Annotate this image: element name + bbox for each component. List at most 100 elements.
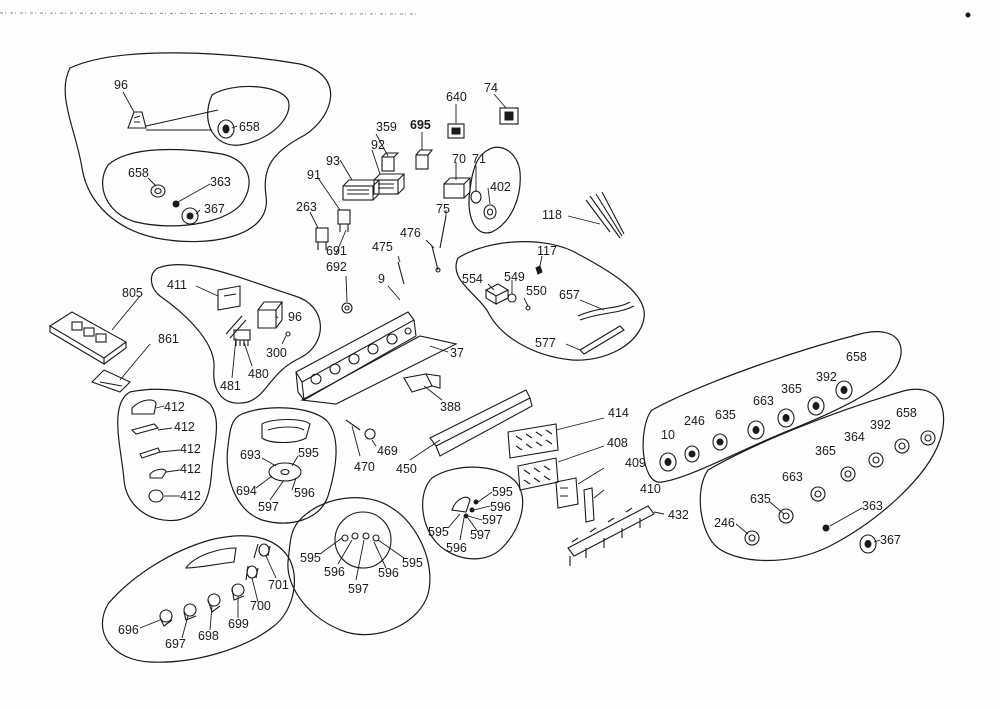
part-74-relay <box>499 107 519 125</box>
callout-363: 363 <box>862 499 883 513</box>
callout-695: 695 <box>410 118 431 132</box>
callout-labels: 96 658 658 363 367 359 695 640 74 92 93 … <box>114 78 917 651</box>
callout-9: 9 <box>378 272 385 286</box>
callout-698: 698 <box>198 629 219 643</box>
part-658-knob-a <box>217 119 235 139</box>
callout-92: 92 <box>371 138 385 152</box>
callout-549: 549 <box>504 270 525 284</box>
part-408-plate <box>517 457 559 491</box>
part-700-tube <box>245 565 259 581</box>
part-475-screw <box>397 261 405 285</box>
callout-246: 246 <box>714 516 735 530</box>
callout-595: 595 <box>428 525 449 539</box>
callout-37: 37 <box>450 346 464 360</box>
callout-364: 364 <box>844 430 865 444</box>
knob-663 <box>747 420 765 440</box>
part-640-relay <box>447 123 465 139</box>
part-410-bracket <box>583 487 595 523</box>
region-center-left <box>150 264 321 404</box>
part-577-rod <box>579 325 625 355</box>
part-117-clip <box>535 265 543 275</box>
callout-74: 74 <box>484 81 498 95</box>
callout-409: 409 <box>625 456 646 470</box>
callout-700: 700 <box>250 599 271 613</box>
callout-117: 117 <box>537 244 557 258</box>
callout-554: 554 <box>462 272 483 286</box>
callout-692: 692 <box>326 260 347 274</box>
callout-414: 414 <box>608 406 629 420</box>
callout-596: 596 <box>294 486 315 500</box>
callout-693: 693 <box>240 448 261 462</box>
knob-364 <box>868 452 884 468</box>
part-469-nut <box>364 428 376 440</box>
part-93-terminal <box>342 179 381 201</box>
region-right-mid <box>455 241 645 361</box>
part-480-block <box>233 329 251 346</box>
callout-596: 596 <box>490 500 511 514</box>
part-363-dot <box>172 200 180 208</box>
part-432-rail <box>567 505 655 566</box>
callout-861: 861 <box>158 332 179 346</box>
part-412-b <box>130 423 160 435</box>
part-657-cable <box>577 301 635 321</box>
part-476-screw <box>431 245 441 273</box>
callout-365: 365 <box>781 382 802 396</box>
part-658-washer <box>150 184 166 198</box>
part-595-pilot <box>451 496 479 519</box>
part-697-tube <box>183 603 197 621</box>
knob-365b <box>840 466 856 482</box>
callout-367: 367 <box>204 202 225 216</box>
part-701-tube <box>253 543 271 559</box>
knob-row-bottom <box>744 430 936 554</box>
callout-91: 91 <box>307 168 321 182</box>
part-692-washer <box>341 302 353 314</box>
callout-697: 697 <box>165 637 186 651</box>
part-805-pcb <box>48 311 128 365</box>
callout-596: 596 <box>324 565 345 579</box>
callout-263: 263 <box>296 200 317 214</box>
callout-481: 481 <box>220 379 241 393</box>
callout-300: 300 <box>266 346 287 360</box>
part-594-burner <box>268 462 302 482</box>
knob-658b <box>920 430 936 446</box>
callout-597: 597 <box>258 500 279 514</box>
callout-71: 71 <box>472 152 486 166</box>
callout-658: 658 <box>239 120 260 134</box>
part-470-screw <box>345 419 361 431</box>
callout-412: 412 <box>180 442 201 456</box>
callout-412: 412 <box>180 489 201 503</box>
part-481-terminal <box>225 315 247 339</box>
callout-696: 696 <box>118 623 139 637</box>
callout-392: 392 <box>870 418 891 432</box>
part-75-screw <box>439 215 447 249</box>
callout-365: 365 <box>815 444 836 458</box>
part-698-tube <box>207 593 221 613</box>
callout-246: 246 <box>684 414 705 428</box>
callout-595: 595 <box>300 551 321 565</box>
callout-595: 595 <box>298 446 319 460</box>
region-bottom-left <box>101 535 295 663</box>
callout-412: 412 <box>164 400 185 414</box>
part-363-dot-b <box>822 524 830 532</box>
callout-450: 450 <box>396 462 417 476</box>
callout-596: 596 <box>378 566 399 580</box>
knob-635b <box>778 508 794 524</box>
callout-367: 367 <box>880 533 901 547</box>
part-37-trim <box>300 335 458 405</box>
callout-359: 359 <box>376 120 397 134</box>
callout-475: 475 <box>372 240 393 254</box>
part-550-pin <box>525 305 531 311</box>
callout-411: 411 <box>167 278 187 292</box>
region-top-left-inner <box>102 148 250 227</box>
part-414-plate <box>507 423 559 459</box>
knob-635 <box>712 433 728 451</box>
callout-75: 75 <box>436 202 450 216</box>
region-402 <box>468 146 521 234</box>
region-knobs-right-top <box>642 331 902 483</box>
callout-410: 410 <box>640 482 661 496</box>
part-402-bush <box>483 204 497 220</box>
callout-694: 694 <box>236 484 257 498</box>
part-burner-ring <box>334 511 392 569</box>
part-9-control-panel <box>295 311 417 401</box>
